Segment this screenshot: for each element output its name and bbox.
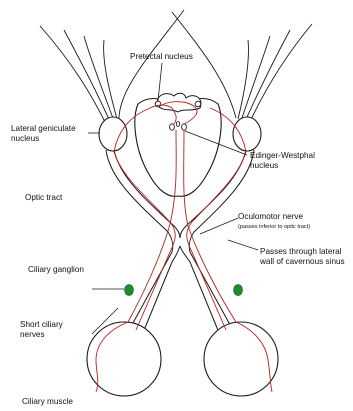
label-edinger-westphal-line2: nucleus bbox=[250, 161, 278, 170]
label-oculomotor-nerve: Oculomotor nerve bbox=[238, 212, 304, 221]
ciliary-ganglion-right bbox=[234, 285, 243, 296]
eyeball-left bbox=[87, 322, 161, 396]
label-edinger-westphal-line1: Edinger-Westphal bbox=[250, 151, 315, 160]
label-cavernous-line2: wall of cavernous sinus bbox=[259, 257, 345, 266]
lateral-geniculate-nucleus-left bbox=[99, 117, 127, 151]
label-cavernous-line1: Passes through lateral bbox=[260, 247, 342, 256]
eyeball-right bbox=[204, 322, 278, 396]
label-ciliary-muscle: Ciliary muscle bbox=[22, 397, 73, 406]
ciliary-ganglion-left bbox=[125, 285, 134, 296]
label-optic-tract: Optic tract bbox=[25, 193, 63, 202]
label-lateral-geniculate-line2: nucleus bbox=[11, 134, 39, 143]
tectum-outline bbox=[157, 93, 201, 112]
label-lateral-geniculate-line1: Lateral geniculate bbox=[11, 124, 76, 133]
lateral-geniculate-nucleus-right bbox=[233, 117, 261, 151]
label-pretectal-nucleus: Pretectal nucleus bbox=[130, 52, 193, 61]
label-short-ciliary-line2: nerves bbox=[20, 330, 45, 339]
label-oculomotor-note: (passes inferior to optic tract) bbox=[238, 224, 310, 230]
label-short-ciliary-line1: Short ciliary bbox=[20, 320, 64, 329]
label-ciliary-ganglion: Ciliary ganglion bbox=[28, 265, 84, 274]
